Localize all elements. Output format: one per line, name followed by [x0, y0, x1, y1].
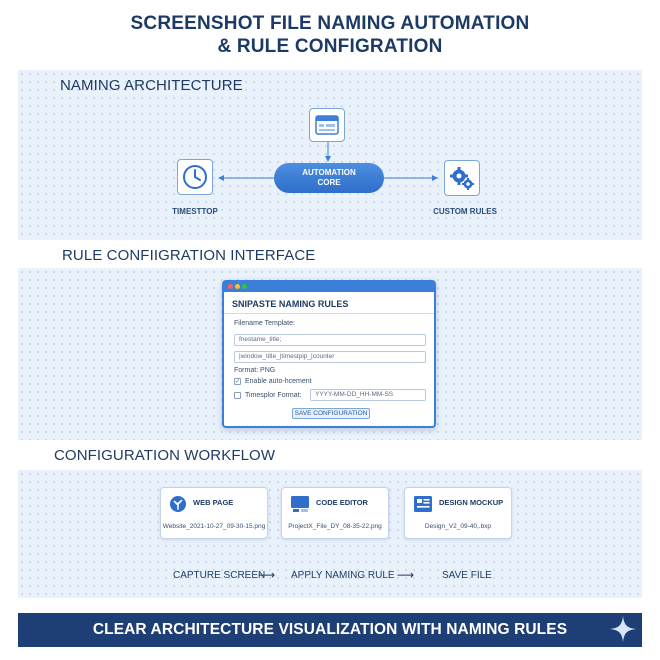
main-title: SCREENSHOT FILE NAMING AUTOMATION & RULE… [0, 12, 660, 58]
close-dot[interactable] [228, 284, 233, 289]
clock-node [177, 159, 213, 195]
workflow-label: CONFIGURATION WORKFLOW [52, 447, 278, 464]
web-page-title: WEB PAGE [193, 498, 234, 507]
maximize-dot[interactable] [242, 284, 247, 289]
window-divider [224, 313, 434, 314]
title-line-2: & RULE CONFIGRATION [217, 36, 443, 57]
architecture-label: NAMING ARCHITECTURE [60, 77, 243, 94]
timestamp-checkbox[interactable] [234, 392, 241, 399]
banner-text: CLEAR ARCHITECTURE VISUALIZATION WITH NA… [92, 621, 568, 638]
core-line-1: AUTOMATION [302, 168, 356, 177]
arrow-icon: ⟶ [258, 568, 276, 582]
code-editor-filename: ProjectX_File_DY_08-35-22.png [288, 523, 382, 530]
web-page-filename: Website_2021-10-27_09-30-15.png [162, 523, 266, 530]
naming-rules-window: SNIPASTE NAMING RULES Filename Template:… [222, 280, 436, 428]
auto-increment-checkbox[interactable]: ✓ [234, 378, 241, 385]
timestamp-format-label: Timesplor Format: [245, 392, 302, 399]
template-field-2[interactable]: |window_title_|timestpip_|counter [234, 351, 426, 363]
minimize-dot[interactable] [235, 284, 240, 289]
timestamp-format-field[interactable]: YYYY-MM-DD_HH-MM-SS [310, 389, 426, 401]
app-window-node [309, 108, 345, 142]
bottom-banner: CLEAR ARCHITECTURE VISUALIZATION WITH NA… [18, 613, 642, 647]
code-editor-icon [291, 496, 309, 512]
web-page-icon [170, 496, 186, 512]
window-title: SNIPASTE NAMING RULES [232, 299, 349, 309]
design-mockup-title: DESIGN MOCKUP [439, 498, 504, 507]
core-line-2: CORE [317, 178, 341, 187]
config-label: RULE CONFIIGRATION INTERFACE [60, 247, 318, 264]
format-label: Format: PNG [234, 367, 276, 374]
web-page-card: WEB PAGE Website_2021-10-27_09-30-15.png [160, 487, 268, 539]
design-mockup-card: DESIGN MOCKUP Design_V2_09-40,.bxp [404, 487, 512, 539]
save-configuration-button[interactable]: SAVE CONFIGURATION [292, 408, 370, 419]
code-editor-title: CODE EDITOR [316, 498, 368, 507]
arrow-icon: ⟶ [397, 568, 415, 582]
code-editor-card: CODE EDITOR ProjectX_File_DY_08-35-22.pn… [281, 487, 389, 539]
title-line-1: SCREENSHOT FILE NAMING AUTOMATION [130, 13, 530, 34]
custom-rules-label: CUSTOM RULES [433, 207, 497, 216]
step-capture-screen: CAPTURE SCREEN [173, 570, 266, 581]
window-titlebar [224, 282, 434, 292]
timestamp-label: TIMESTTOP [172, 207, 218, 216]
step-apply-naming-rule: APPLY NAMING RULE [291, 570, 395, 581]
template-label: Filename Template: [234, 320, 295, 327]
gears-icon [450, 167, 474, 190]
architecture-panel [18, 70, 642, 240]
design-mockup-filename: Design_V2_09-40,.bxp [424, 523, 492, 530]
clock-icon [183, 165, 207, 189]
automation-core-node: AUTOMATION CORE [274, 163, 384, 193]
template-field-1[interactable]: fnestame_title; [234, 334, 426, 346]
app-window-icon [315, 115, 339, 135]
auto-increment-label: Enable auto-hcement [245, 378, 312, 385]
step-save-file: SAVE FILE [442, 570, 492, 581]
gears-node [444, 160, 480, 196]
design-mockup-icon [414, 496, 432, 512]
sparkle-icon [610, 616, 636, 642]
